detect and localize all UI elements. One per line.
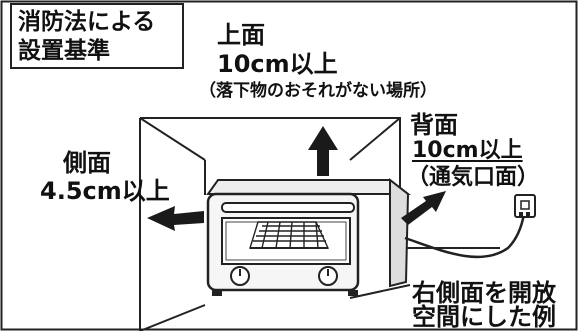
side-label: 側面 [63,149,111,177]
side-distance: 4.5cm以上 [40,177,170,205]
arrow-left-icon [147,206,204,231]
title-box: 消防法による 設置基準 [10,3,184,69]
title-line-1: 消防法による [18,9,156,35]
top-note: （落下物のおそれがない場所） [199,81,437,101]
back-distance: 10cm以上 [412,138,523,163]
arrow-up-icon [308,126,338,176]
example-line-1: 右側面を開放 [412,279,556,307]
oven-rack [249,221,330,249]
top-distance: 10cm以上 [217,50,338,78]
top-label: 上面 [217,21,265,49]
toaster-oven [206,177,411,296]
title-line-2: 設置基準 [18,38,110,64]
power-cord [404,213,526,259]
example-line-2: 空間にした例 [412,303,556,331]
back-label: 背面 [410,111,458,139]
arrow-back-icon [401,191,446,225]
back-note: （通気口面） [407,165,540,190]
power-outlet-icon [514,194,536,218]
